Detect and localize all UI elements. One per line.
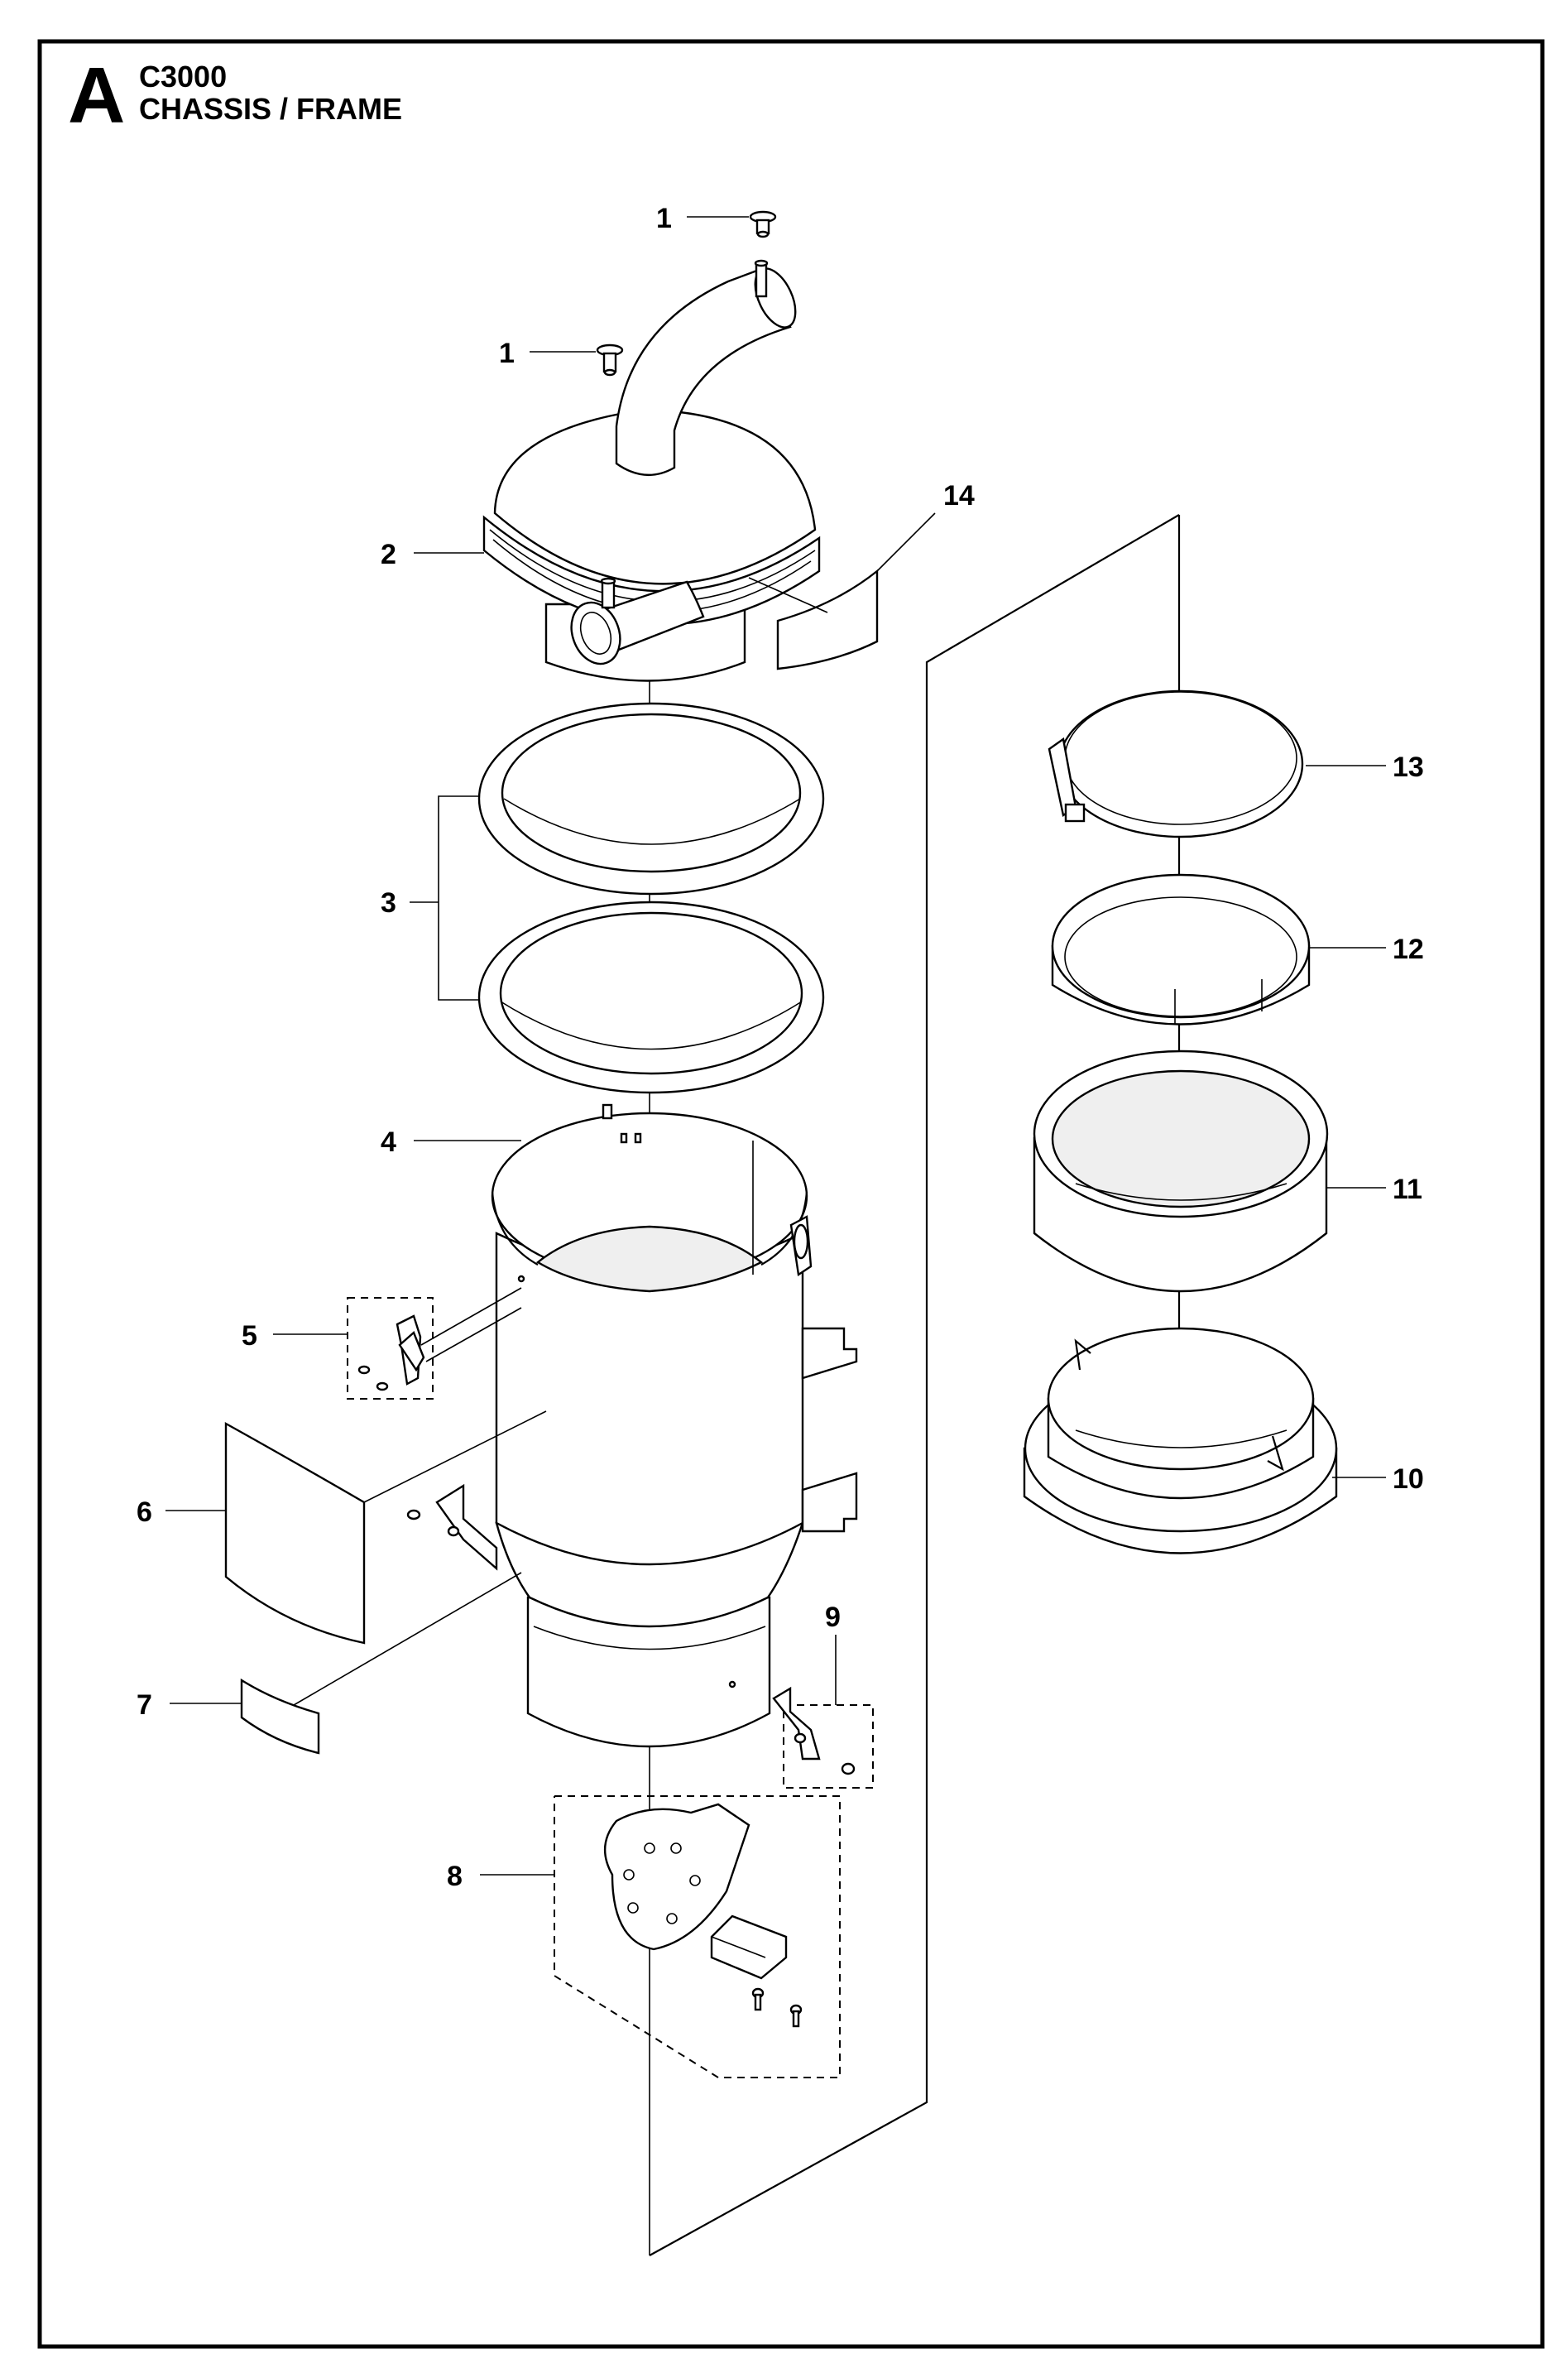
callout-11: 11 (1393, 1174, 1422, 1205)
screw-icon (623, 1842, 701, 1924)
callout-14: 14 (943, 480, 975, 512)
section-letter: A (68, 51, 125, 140)
screw-icon (406, 1275, 736, 1688)
callout-4: 4 (381, 1126, 396, 1158)
container-body (435, 1103, 858, 1748)
lid-decal (776, 569, 879, 670)
hose-clamp (1048, 689, 1304, 838)
callout-1-left: 1 (499, 338, 515, 369)
decal-small (240, 1678, 320, 1755)
callout-7: 7 (137, 1689, 152, 1721)
latch-kit (347, 1287, 522, 1400)
callout-2: 2 (381, 539, 396, 570)
bracket-kit (772, 1686, 874, 1789)
knob-icon (749, 210, 777, 238)
gasket-rings (477, 702, 825, 1094)
page-title: CHASSIS / FRAME (139, 92, 402, 126)
clamp-icon (1064, 803, 1086, 823)
base-ring (1023, 1327, 1338, 1554)
model-name: C3000 (139, 60, 227, 94)
page-border (37, 39, 1545, 2349)
knob-icon (596, 343, 624, 377)
callout-8: 8 (447, 1861, 463, 1892)
band-ring (1051, 873, 1311, 1026)
callout-10: 10 (1393, 1463, 1424, 1495)
callout-13: 13 (1393, 752, 1424, 783)
leader-lines (165, 216, 1386, 1876)
callout-3: 3 (381, 887, 396, 919)
callout-9: 9 (825, 1602, 841, 1633)
callout-numbers: 1 1 2 3 4 5 6 7 8 9 10 11 12 13 14 (137, 203, 1424, 1892)
bottom-flap-kit (554, 1795, 841, 2078)
lid-with-inlet-pipe (482, 259, 821, 682)
callout-1-top: 1 (656, 203, 672, 234)
callout-6: 6 (137, 1496, 152, 1528)
decal-large (224, 1421, 366, 1645)
callout-5: 5 (242, 1320, 257, 1352)
sub-assembly-frame (649, 514, 1180, 2256)
callout-12: 12 (1393, 934, 1424, 965)
sleeve-ring (1033, 1050, 1329, 1293)
